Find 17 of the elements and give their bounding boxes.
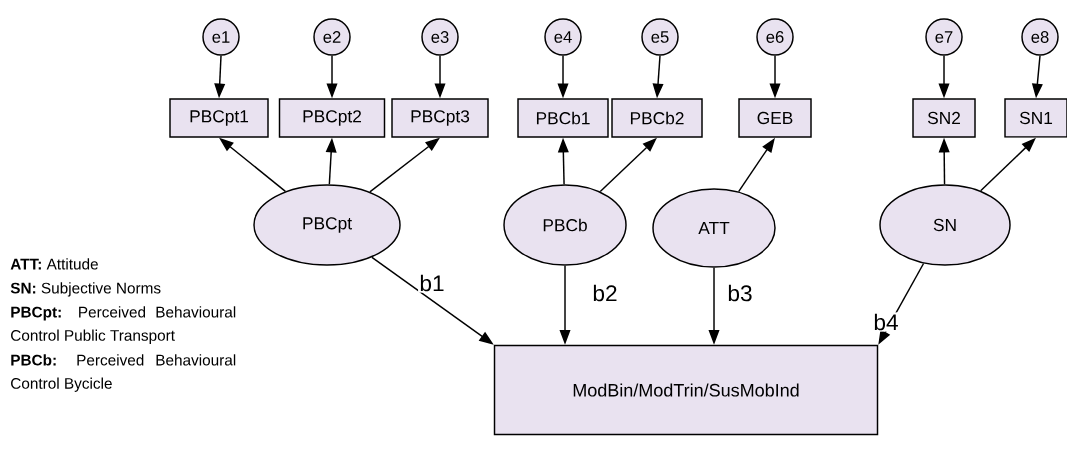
outcome-box: ModBin/ModTrin/SusMobInd [493,344,879,436]
indicator-box: SN2 [912,98,976,138]
indicator-box: PBCpt1 [169,98,269,138]
definition-text: SN: Subjective Norms [10,282,161,297]
indicator-box: GEB [738,98,812,138]
edge-label: b1 [418,273,446,293]
indicator-box: PBCb1 [517,98,609,138]
indicator-box: PBCpt2 [278,98,386,138]
indicator-box: SN1 [1004,98,1067,138]
definition-text: ATT: Attitude [10,258,98,270]
edge-label: b4 [872,312,900,332]
definition-text: PBCpt: Perceived Behavioural Control Public Transport [11,306,236,344]
indicator-box: PBCb2 [611,98,703,138]
definition-text: PBCb: Perceived Behavioural Control Bycicle [11,354,236,392]
indicator-box: PBCpt3 [391,98,489,138]
edge-label: b2 [591,283,619,303]
edge-label: b3 [726,283,754,303]
